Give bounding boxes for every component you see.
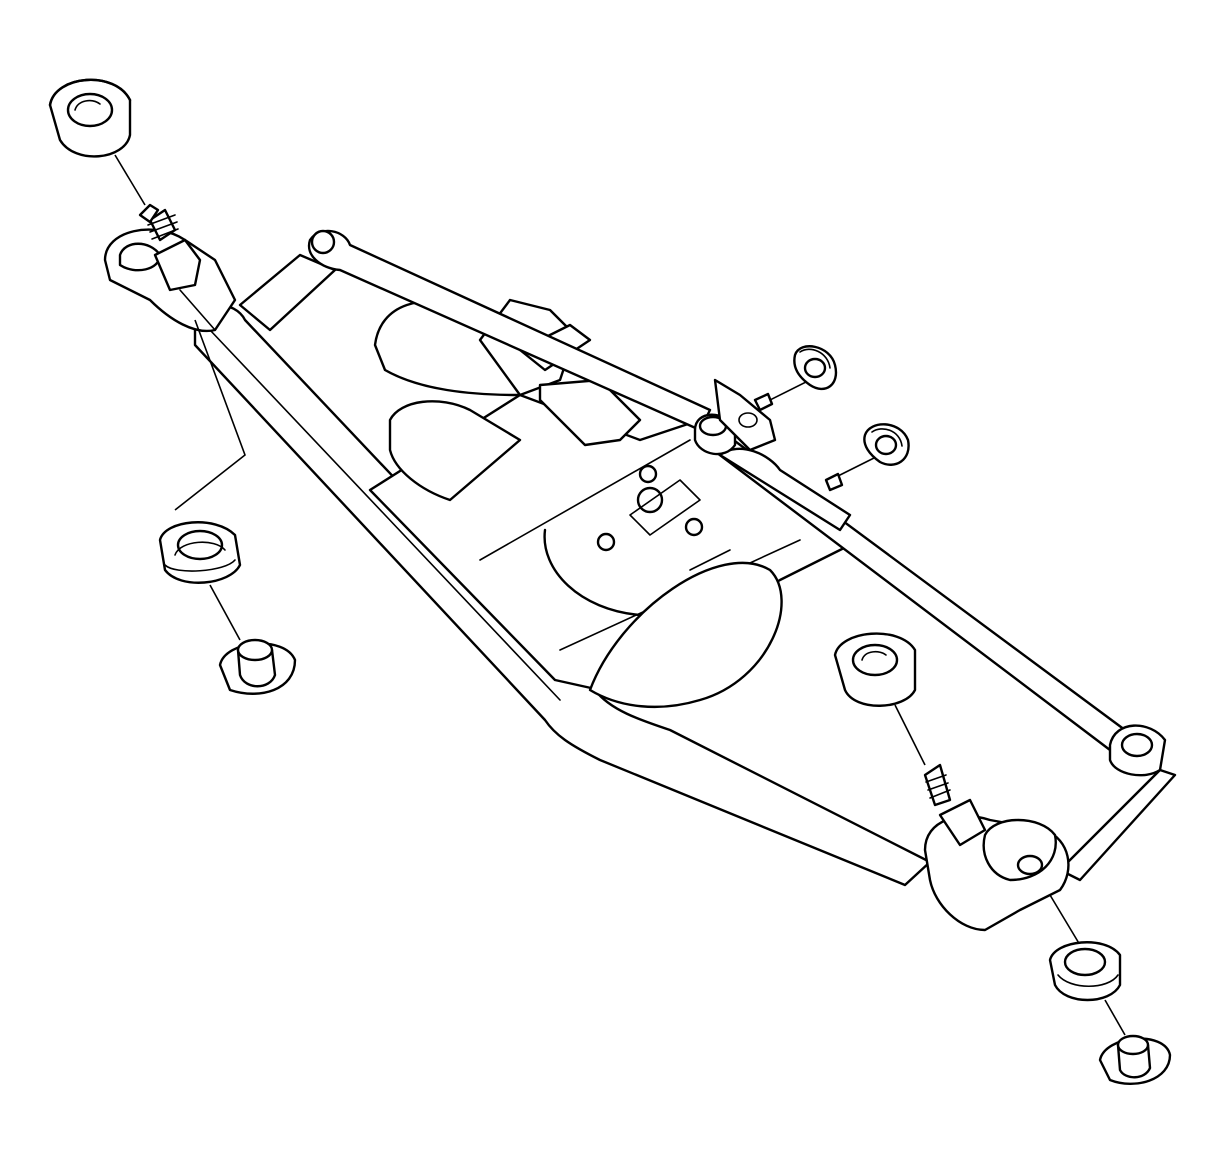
motor-disc [588,561,783,709]
nut-right-lower [1098,1034,1172,1085]
bushing-right [1048,941,1122,1002]
nut-3 [596,532,616,552]
right-housing-hole [1016,854,1044,876]
cap-right [833,632,917,707]
nut-1 [638,464,658,484]
bushing-left-upper [158,521,242,584]
frame-right-bar [1058,724,1177,882]
rod-pivot-left [310,229,336,255]
rod-pivot-right [1120,732,1154,758]
grommet-right [824,423,910,492]
frame-upper-bar [238,253,337,332]
bracket-hole [738,412,758,428]
connecting-rod-upper [307,229,712,432]
grommet-upper-right [753,345,838,412]
center-pivot [693,378,777,456]
nut-2 [684,517,704,537]
cap-top-left [48,78,132,158]
pivot-housing-left [103,203,237,333]
nut-center [636,486,664,514]
pivot-housing-right [923,763,1070,932]
nut-left-lower [218,638,297,695]
plate-fasteners [596,464,704,552]
